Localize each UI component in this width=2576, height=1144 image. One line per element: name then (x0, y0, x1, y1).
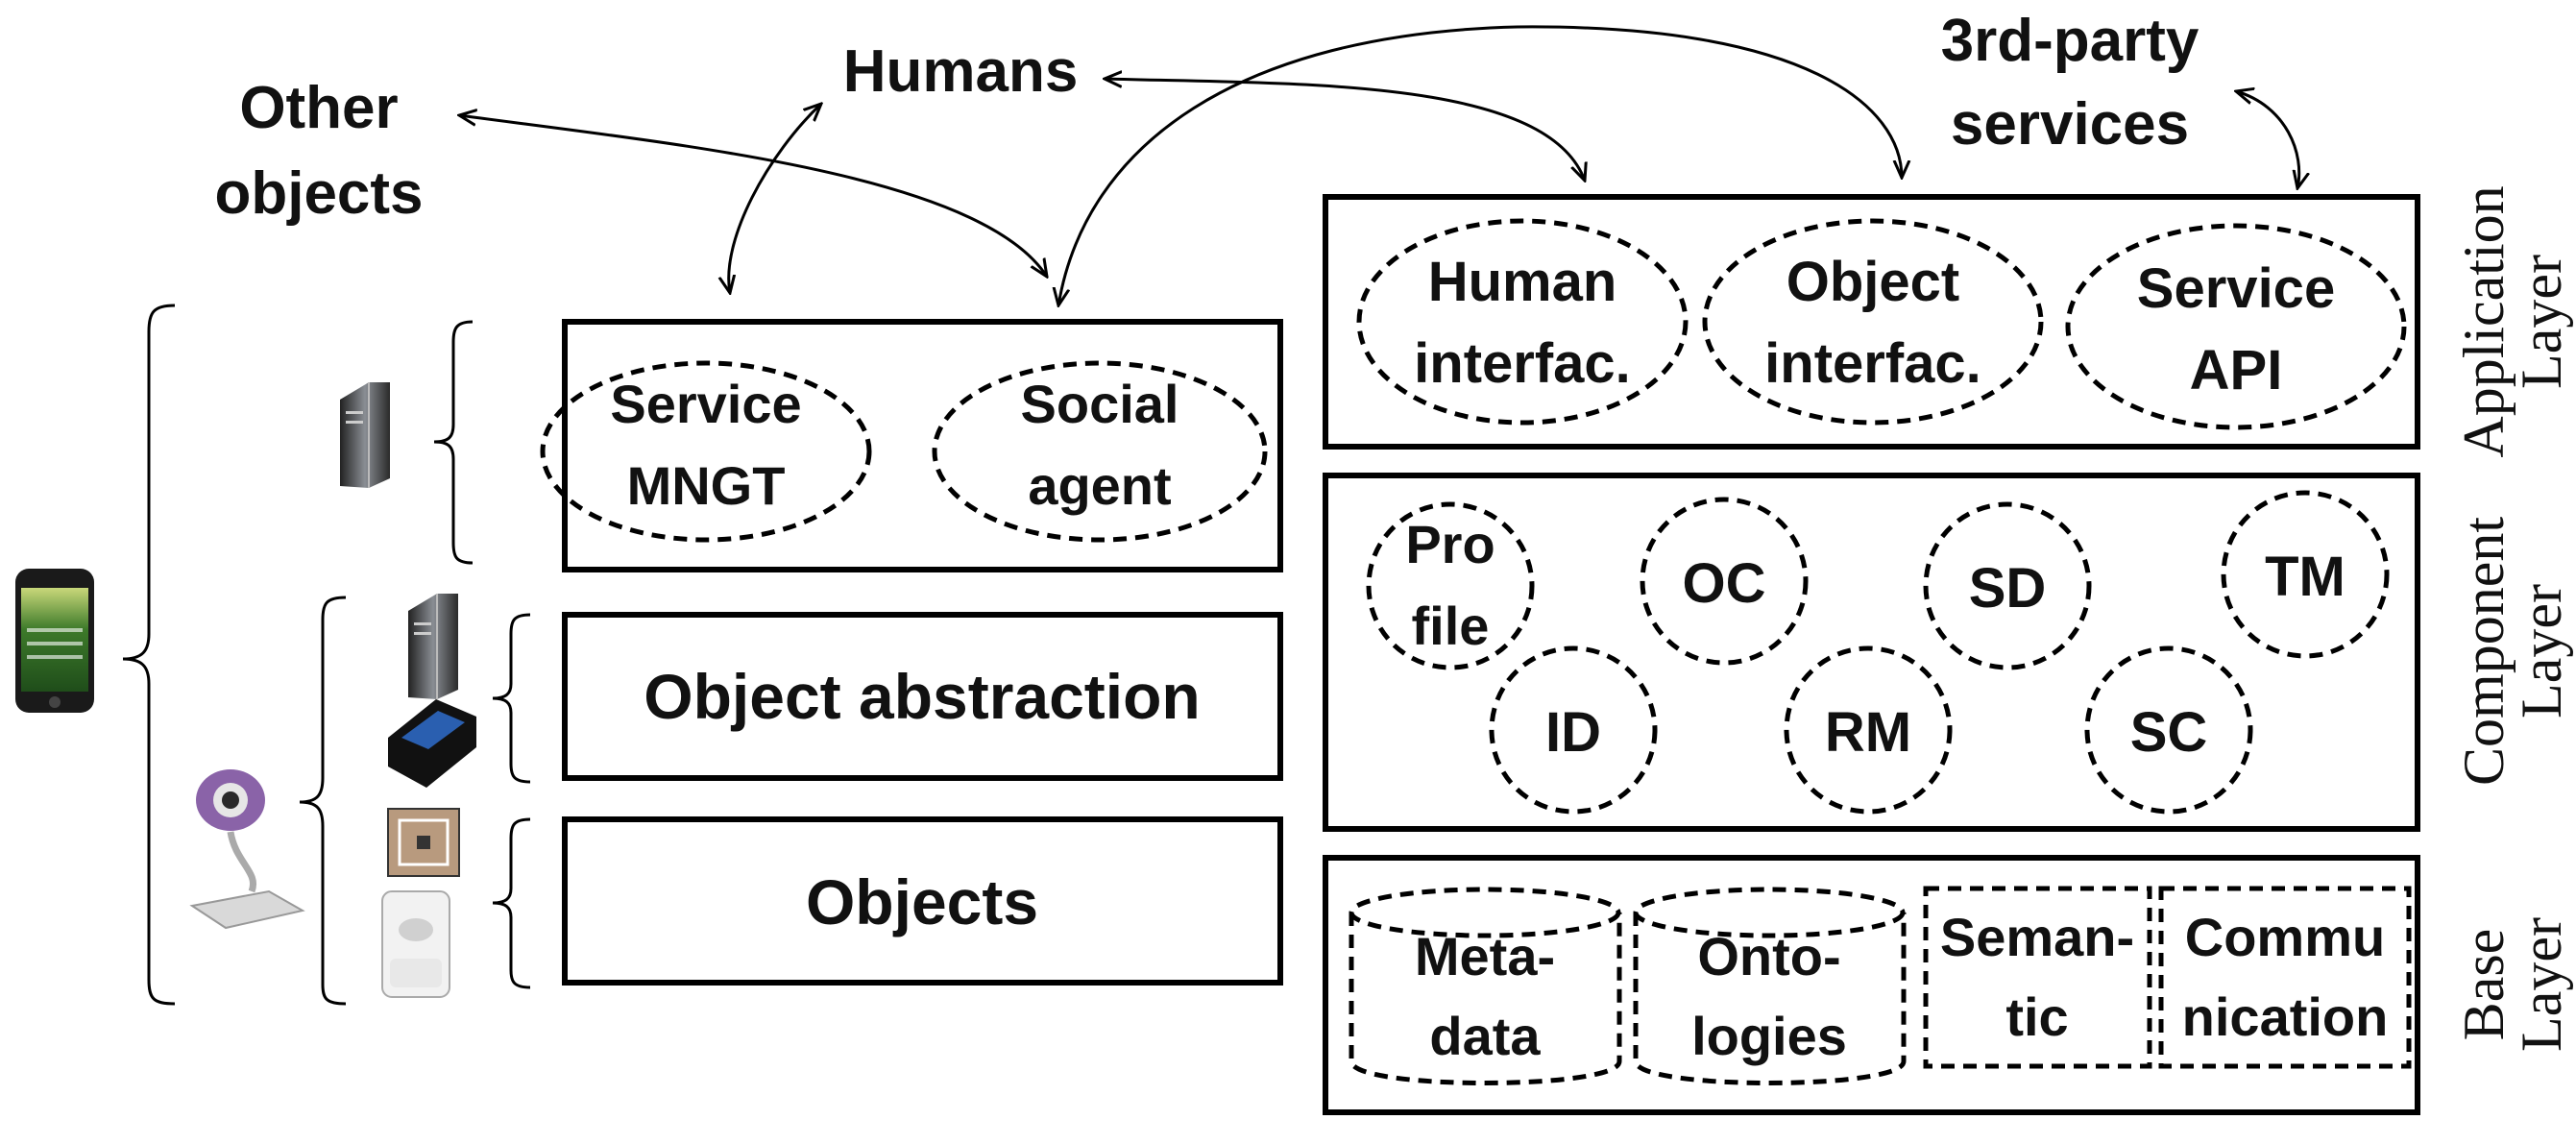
arrow-humans-human-interface (1105, 79, 1585, 181)
webcam-icon (189, 769, 305, 930)
rm-circle (1784, 645, 1953, 815)
metadata-label-line2: data (1429, 1006, 1541, 1066)
brace-middle (299, 596, 347, 1006)
component-layer-title: Component Layer (2452, 517, 2573, 786)
sc-circle (2084, 645, 2253, 815)
ontologies-label-line2: logies (1691, 1006, 1847, 1066)
human-interface-label-line2: interfac. (1414, 332, 1631, 395)
objects-label: Objects (806, 866, 1038, 937)
communication-box (2158, 886, 2412, 1069)
object-abstraction-box (562, 612, 1283, 781)
brace-objects-layer (492, 817, 531, 989)
other-objects-label-line1: Other (239, 75, 398, 141)
other-objects-label-line2: objects (214, 160, 423, 227)
profile-label-line2: file (1412, 596, 1490, 656)
service-mngt-label-line1: Service (610, 374, 801, 434)
ontologies-label-line1: Onto- (1697, 926, 1840, 986)
object-interface-label-line2: interfac. (1764, 332, 1981, 395)
semantic-label-line2: tic (2005, 986, 2068, 1047)
application-layer-title-line2: Layer (2510, 255, 2573, 389)
sd-label: SD (1969, 557, 2047, 620)
component-layer-title-line1: Component (2452, 517, 2515, 786)
brace-service-layer (433, 320, 474, 565)
motion-sensor-icon (381, 890, 450, 998)
third-party-label-line1: 3rd-party (1941, 8, 2199, 74)
object-interface-label-line1: Object (1786, 251, 1960, 313)
service-api-ellipse (2065, 223, 2407, 430)
brace-outer (122, 304, 176, 1006)
id-circle (1489, 645, 1658, 815)
arrow-other-objects-social-agent (459, 115, 1047, 277)
ontologies-cylinder (1633, 887, 1907, 1085)
oc-label: OC (1683, 552, 1766, 615)
object-abstraction-label: Object abstraction (644, 661, 1200, 732)
brace-abstraction-layer (492, 613, 531, 784)
sensor-reader-icon (388, 699, 476, 788)
semantic-box (1923, 886, 2152, 1069)
service-api-label-line2: API (2190, 339, 2283, 402)
service-mngt-label-line2: MNGT (627, 455, 786, 516)
third-party-label-line2: services (1951, 91, 2189, 158)
tm-circle (2221, 490, 2390, 659)
metadata-cylinder (1349, 887, 1622, 1085)
service-api-label-line1: Service (2137, 257, 2335, 320)
server-icon (408, 594, 458, 699)
application-layer-box (1323, 194, 2420, 450)
rfid-tag-icon (387, 808, 460, 877)
objects-box (562, 816, 1283, 986)
social-agent-label-line2: agent (1028, 455, 1171, 516)
component-layer-title-line2: Layer (2510, 584, 2573, 718)
object-interface-ellipse (1702, 218, 2044, 426)
social-agent-label-line1: Social (1021, 374, 1179, 434)
arrow-third-party-service-api (2236, 91, 2299, 188)
base-layer-title-line2: Layer (2510, 917, 2573, 1052)
smartphone-icon (15, 569, 94, 713)
tm-label: TM (2265, 546, 2345, 608)
application-layer-title-line1: Application (2452, 185, 2515, 457)
sd-circle (1923, 501, 2092, 670)
service-mngt-ellipse (540, 360, 872, 543)
id-label: ID (1545, 701, 1601, 764)
communication-label-line2: nication (2182, 986, 2389, 1047)
metadata-label-line1: Meta- (1415, 926, 1555, 986)
profile-label-line1: Pro (1405, 514, 1495, 574)
arrow-humans-service-mngt (729, 104, 821, 293)
semantic-label-line1: Seman- (1940, 907, 2134, 967)
arrow-social-agent-object-interface (1058, 25, 1902, 305)
communication-label-line1: Commu (2185, 907, 2385, 967)
oc-circle (1640, 497, 1809, 666)
profile-circle (1366, 501, 1535, 670)
base-layer-title-line1: Base (2452, 929, 2515, 1041)
social-agent-ellipse (932, 360, 1268, 543)
rm-label: RM (1825, 701, 1911, 764)
base-layer-title: Base Layer (2452, 917, 2573, 1052)
sc-label: SC (2130, 701, 2208, 764)
human-interface-label-line1: Human (1428, 251, 1617, 313)
application-layer-title: Application Layer (2452, 185, 2573, 457)
server-icon (340, 382, 390, 488)
human-interface-ellipse (1356, 218, 1689, 426)
service-layer-box (562, 319, 1283, 572)
base-layer-box (1323, 855, 2420, 1115)
humans-label: Humans (843, 38, 1079, 105)
